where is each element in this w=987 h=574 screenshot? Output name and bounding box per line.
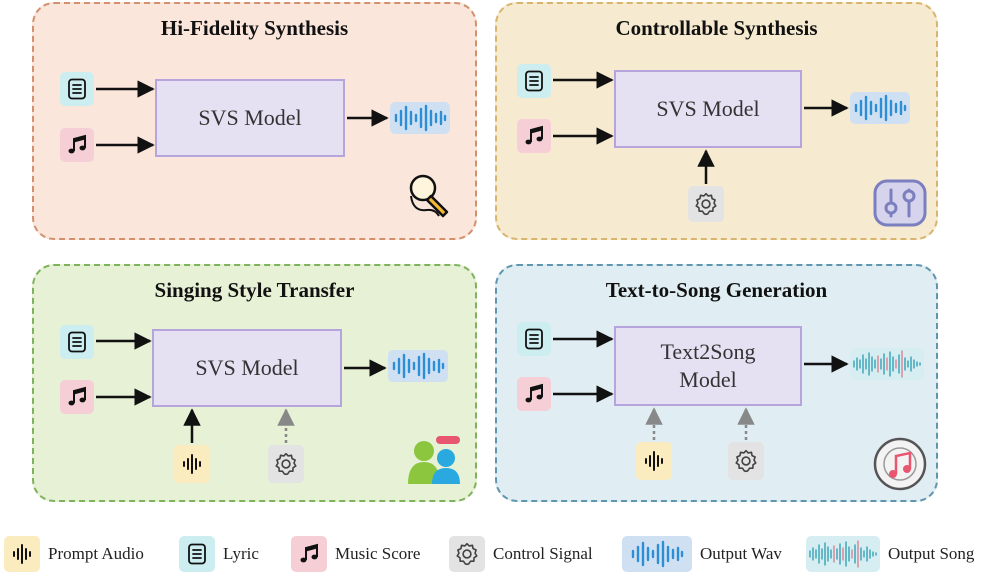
legend-label: Prompt Audio [48,544,144,563]
legend-label: Lyric [223,544,259,563]
prompt-audio-icon [174,445,210,483]
prompt-audio-icon [4,536,40,572]
model-label-line2: Model [679,367,737,392]
svs-model-box: SVS Model [152,329,342,407]
svs-model-box: SVS Model [614,70,802,148]
legend-music-score: Music Score [291,536,420,572]
model-label: SVS Model [195,355,299,380]
control-signal-icon [268,445,304,483]
legend-label: Control Signal [493,544,593,563]
legend-control-signal: Control Signal [449,536,593,572]
music-note-icon [60,380,94,414]
music-note-icon [517,119,551,153]
output-wav-icon [622,536,692,572]
model-label: SVS Model [656,96,760,121]
lyric-icon [179,536,215,572]
lyric-icon [60,325,94,359]
microphone-icon [409,174,449,218]
output-song-icon [850,348,924,380]
legend-output-wav: Output Wav [622,536,782,572]
music-note-icon [60,128,94,162]
sliders-icon [873,179,927,227]
lyric-icon [517,64,551,98]
music-note-icon [291,536,327,572]
people-icon [408,436,460,484]
panel-title: Controllable Synthesis [615,16,818,40]
text2song-model-box: Text2Song Model [614,326,802,406]
prompt-audio-icon [636,442,672,480]
legend-label: Output Song [888,544,975,563]
control-signal-icon [688,186,724,222]
legend-prompt-audio: Prompt Audio [4,536,144,572]
svs-model-box: SVS Model [155,79,345,157]
output-song-icon [806,536,880,572]
music-note-icon [517,377,551,411]
output-wav-icon [388,350,448,382]
model-label-line1: Text2Song [660,339,756,364]
panel-title: Text-to-Song Generation [605,278,828,302]
panel-title: Hi-Fidelity Synthesis [160,16,349,40]
legend-lyric: Lyric [179,536,259,572]
output-wav-icon [390,102,450,134]
legend-label: Output Wav [700,544,782,563]
panel-title: Singing Style Transfer [154,278,355,302]
lyric-icon [60,72,94,106]
model-label: SVS Model [198,105,302,130]
music-disc-icon [873,437,927,491]
control-signal-icon [449,536,485,572]
output-wav-icon [850,92,910,124]
control-signal-icon [728,442,764,480]
legend-label: Music Score [335,544,421,563]
legend-output-song: Output Song [806,536,974,572]
lyric-icon [517,322,551,356]
